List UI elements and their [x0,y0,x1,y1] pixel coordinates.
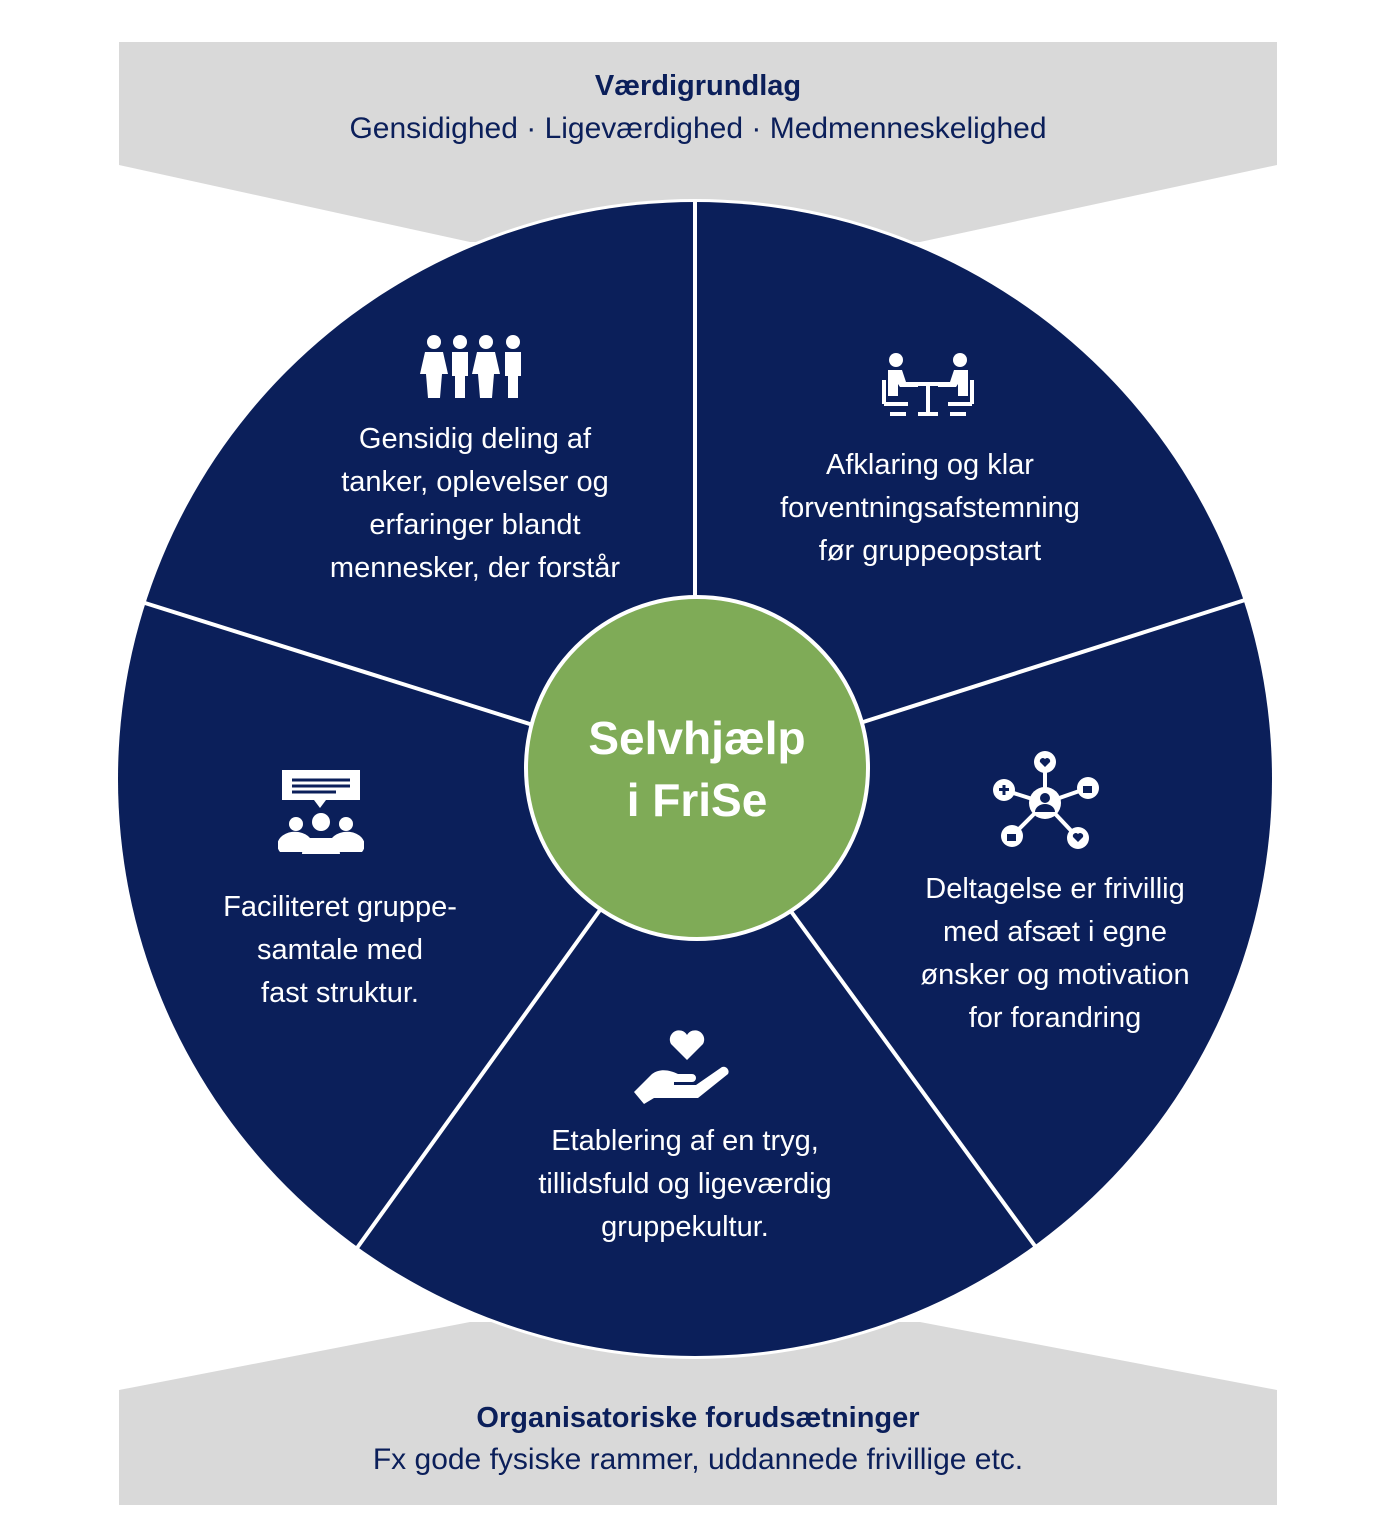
top-banner-title: Værdigrundlag [594,70,802,102]
bottom-banner-subtitle: Fx gode fysiske rammer, uddannede frivil… [372,1443,1024,1476]
segment-text-clarification: Afklaring og klar forventningsafstemning… [780,449,1080,567]
social-network-icon [993,751,1099,849]
group-discussion-icon [278,770,364,854]
top-banner-shape [119,42,1277,242]
segment-text-sharing: Gensidig deling af tanker, oplevelser og… [329,423,621,584]
heart-hand-icon [634,1030,729,1104]
segment-text-voluntary: Deltagelse er frivillig med afsæt i egne… [920,873,1190,1034]
segment-text-facilitated: Faciliteret gruppe- samtale med fast str… [223,891,457,1009]
top-banner-subtitle: Gensidighed · Ligeværdighed · Medmennesk… [349,112,1047,145]
bottom-banner-shape [119,1322,1277,1505]
center-circle [524,595,870,941]
bottom-banner-title: Organisatoriske forudsætninger [476,1402,920,1434]
segment-dividers [144,200,1246,1250]
segment-text-culture: Etablering af en tryg, tillidsfuld og li… [538,1125,832,1243]
center-label: Selvhjælp i FriSe [588,712,806,826]
meeting-table-icon [882,353,974,416]
group-people-icon [420,335,521,398]
